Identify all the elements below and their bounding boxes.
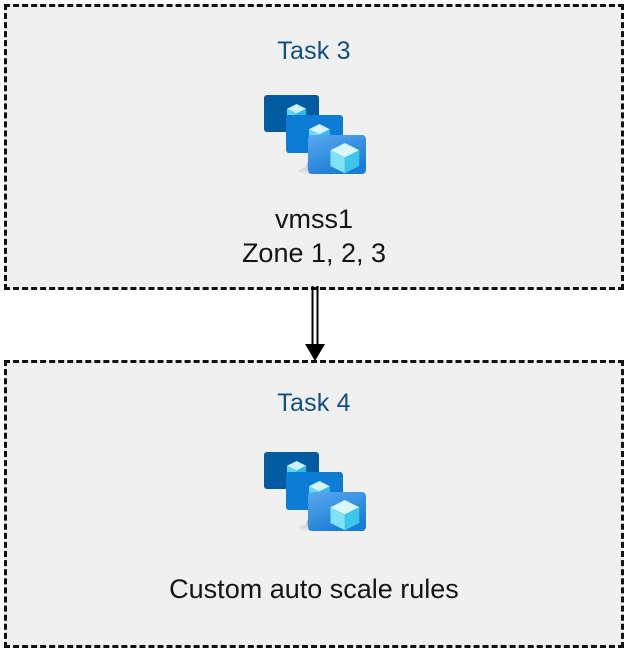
task-4-labels: Custom auto scale rules — [169, 572, 459, 606]
task-box-task-3: Task 3 — [4, 4, 624, 290]
azure-vm-scale-set-icon — [261, 91, 367, 185]
task-4-title: Task 4 — [277, 389, 351, 417]
double-line-arrow-down — [296, 286, 332, 362]
task-3-title: Task 3 — [277, 37, 351, 65]
task-4-label-description: Custom auto scale rules — [169, 574, 459, 604]
task-3-label-zones: Zone 1, 2, 3 — [241, 238, 387, 268]
task-box-task-4: Task 4 — [4, 360, 624, 648]
task-3-labels: vmss1 Zone 1, 2, 3 — [242, 202, 386, 270]
azure-vm-scale-set-icon — [261, 448, 367, 542]
task-3-label-resource-name: vmss1 — [274, 204, 353, 234]
